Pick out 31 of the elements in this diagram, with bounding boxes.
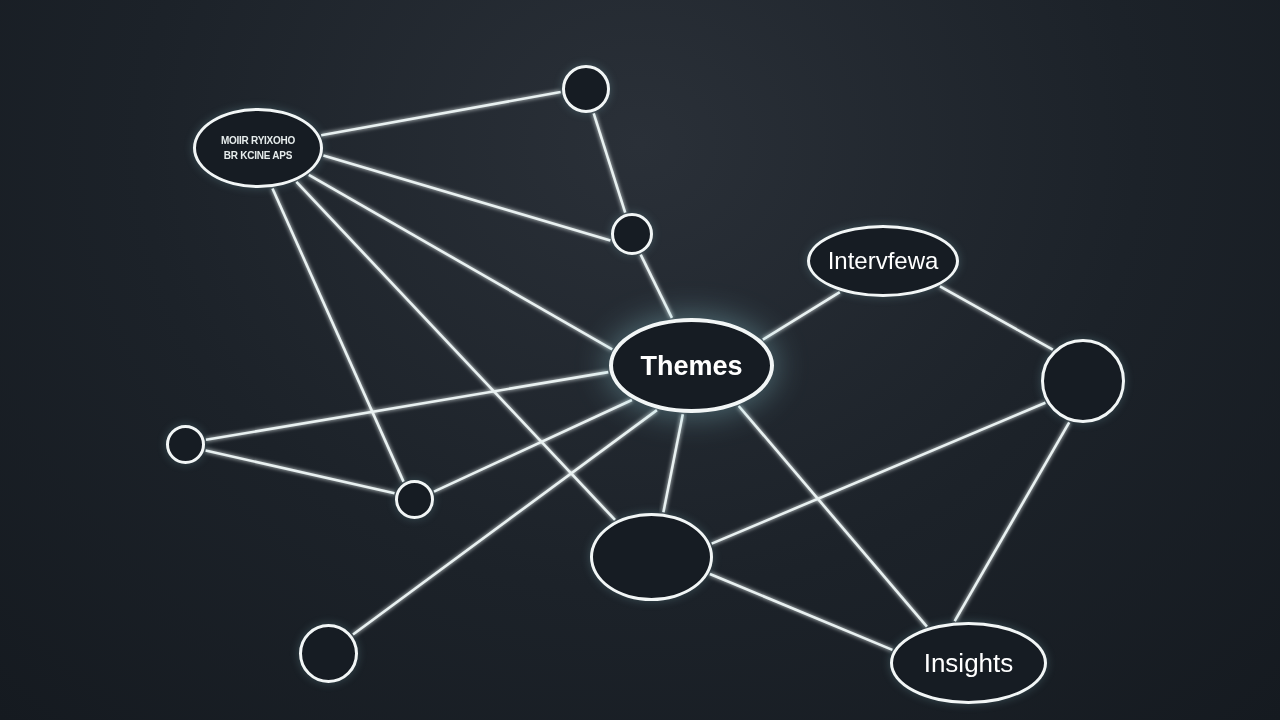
connector-line: [592, 112, 627, 213]
connector-line: [320, 90, 561, 137]
connector-line: [762, 291, 841, 341]
ellipse-node: [590, 513, 713, 601]
connector-line: [639, 254, 674, 319]
connector-line: [308, 173, 613, 351]
circle-node: [562, 65, 610, 113]
connector-line: [939, 285, 1054, 351]
connector-line: [953, 421, 1071, 622]
circle-node: [166, 425, 205, 464]
connector-line: [205, 449, 395, 495]
node-label: Insights: [923, 648, 1014, 678]
connector-line: [323, 154, 611, 242]
connector-line: [737, 405, 928, 628]
connector-line: [205, 370, 609, 442]
node-label: Intervfewa: [827, 247, 939, 275]
connector-line: [711, 401, 1046, 545]
connector-line: [433, 398, 633, 493]
ellipse-node: [807, 225, 959, 297]
node-label: Themes: [640, 349, 743, 382]
connector-line: [662, 413, 685, 513]
circle-node: [299, 624, 358, 683]
circle-node: [611, 213, 653, 255]
node-label: MOIIR RYIXOHO BR KCINE APS: [219, 134, 297, 163]
circle-node: [1041, 339, 1125, 423]
ellipse-node: [609, 318, 774, 413]
connector-line: [271, 187, 405, 483]
circle-node: [395, 480, 434, 519]
ellipse-node: [193, 108, 323, 188]
connector-line: [709, 572, 893, 652]
ellipse-node: [890, 622, 1047, 704]
